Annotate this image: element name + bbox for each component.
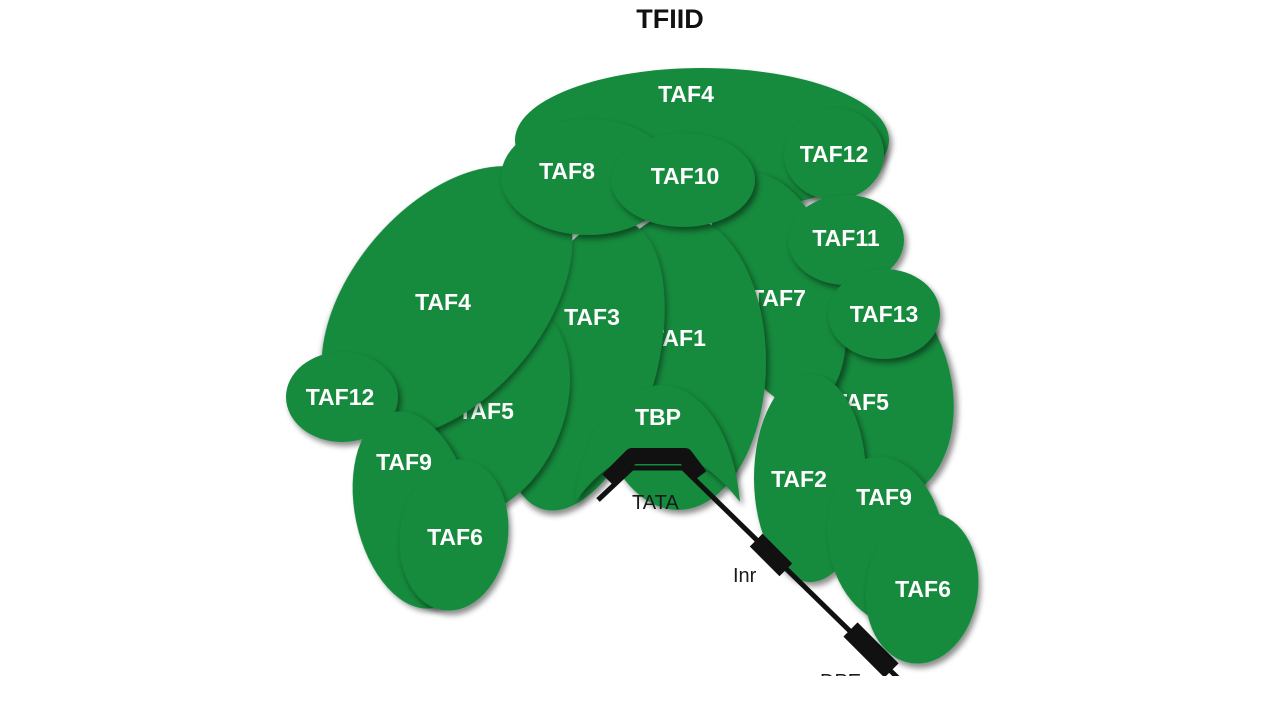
subunit-shape <box>286 352 398 442</box>
subunit-label: TAF2 <box>771 466 827 492</box>
subunit-label: TAF6 <box>427 524 483 550</box>
subunit-label: TAF12 <box>800 141 869 167</box>
subunit-tbp: TBP <box>575 385 740 502</box>
subunit-taf12-left: TAF12 <box>286 352 398 442</box>
inr-box <box>749 533 793 577</box>
subunit-shape <box>865 512 979 664</box>
subunit-label: TAF9 <box>376 449 432 475</box>
subunit-shape <box>784 108 884 200</box>
subunit-shape <box>788 195 904 285</box>
subunit-taf11: TAF11 <box>788 195 904 285</box>
subunit-label: TBP <box>635 404 681 430</box>
inr-label: Inr <box>733 565 757 587</box>
subunit-shape <box>611 133 755 227</box>
subunit-shape <box>399 459 509 611</box>
subunit-taf10: TAF10 <box>611 133 755 227</box>
subunit-shape <box>828 269 940 359</box>
diagram-title: TFIID <box>636 4 704 34</box>
subunit-label: TAF12 <box>306 384 375 410</box>
dpe-box <box>843 622 899 678</box>
subunit-taf12-right: TAF12 <box>784 108 884 200</box>
subunit-taf6-left: TAF6 <box>399 459 509 611</box>
subunit-label: TAF13 <box>850 301 919 327</box>
subunit-label: TAF6 <box>895 576 951 602</box>
subunit-label: TAF8 <box>539 158 595 184</box>
subunit-taf13: TAF13 <box>828 269 940 359</box>
subunit-shape <box>575 385 740 502</box>
subunit-label: TAF11 <box>812 225 880 251</box>
subunit-label: TAF9 <box>856 484 912 510</box>
subunit-label: TAF4 <box>415 289 471 315</box>
subunit-label: TAF4 <box>658 81 714 107</box>
subunit-label: TAF3 <box>564 304 620 330</box>
tata-box <box>602 448 707 486</box>
subunit-label: TAF10 <box>651 163 720 189</box>
bottom-crop <box>790 676 990 720</box>
tata-label: TATA <box>632 492 679 514</box>
subunit-taf6-right: TAF6 <box>865 512 979 664</box>
dna-strand: TATA Inr <box>596 448 902 682</box>
